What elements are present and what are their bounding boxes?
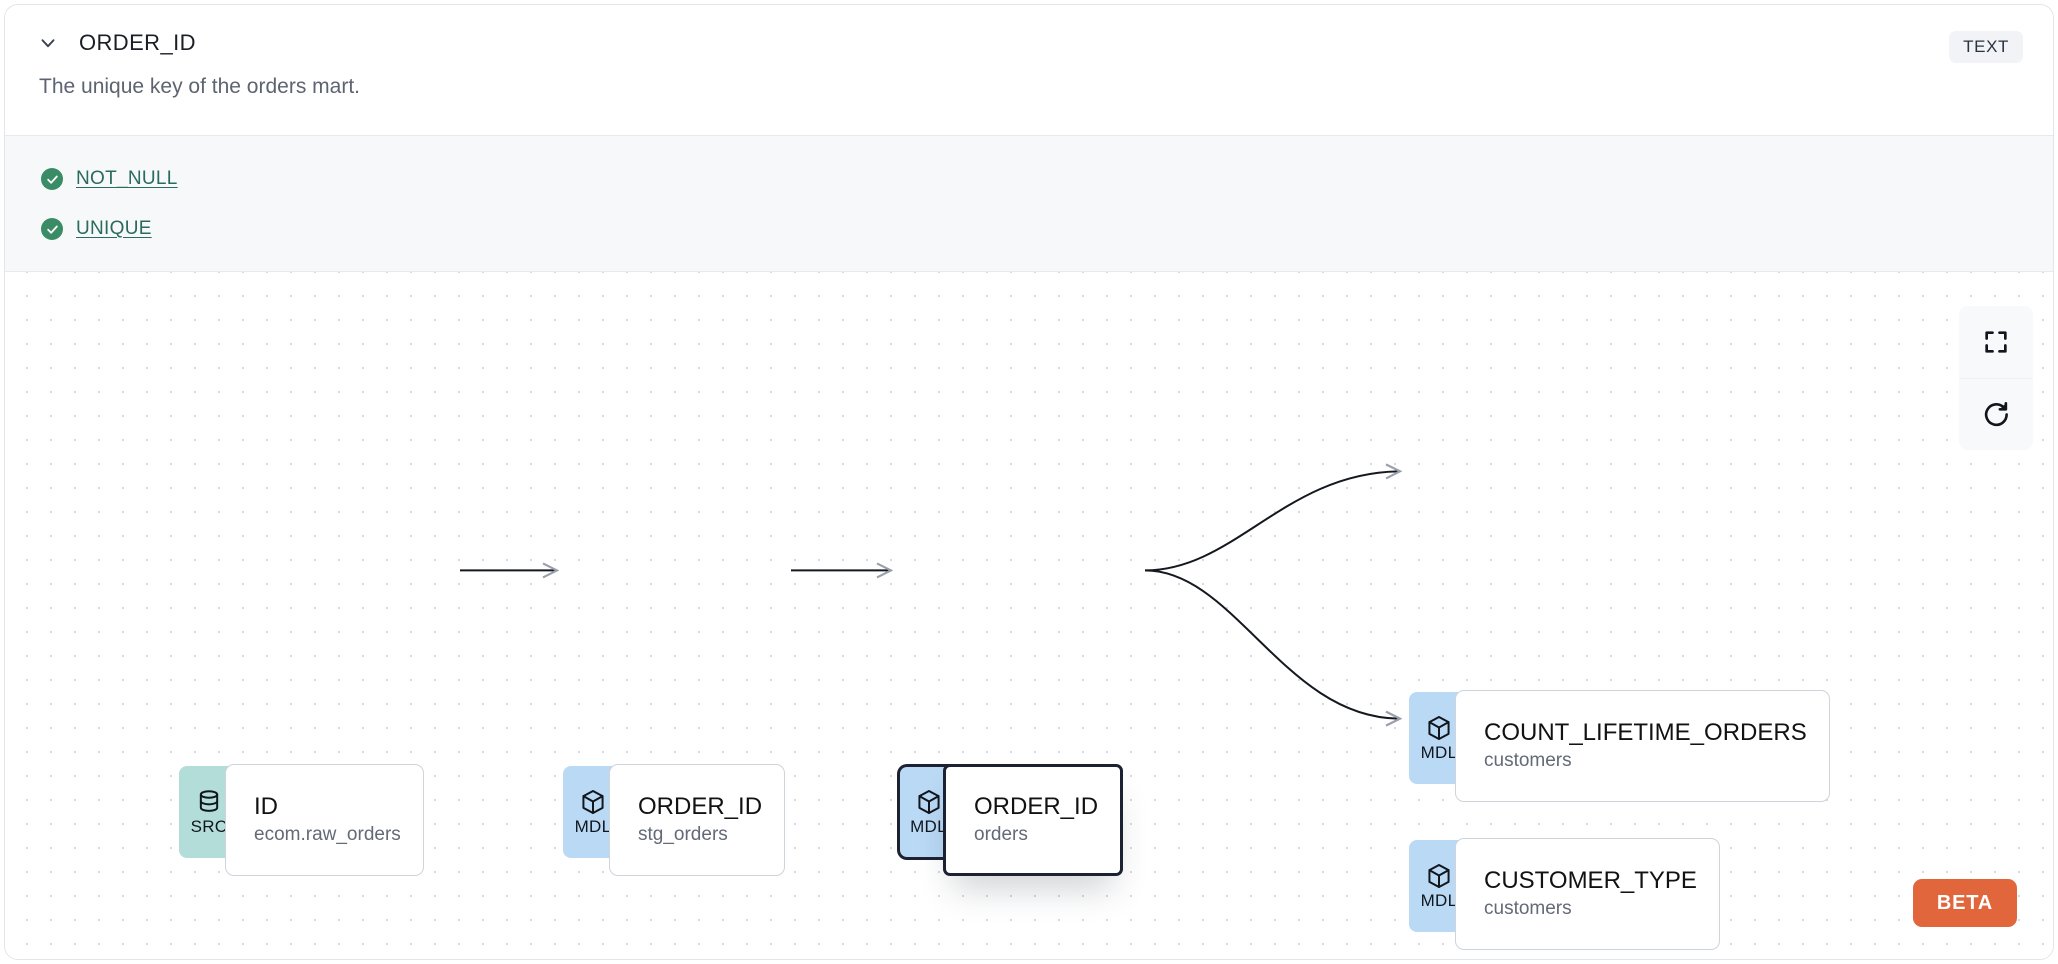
node-column-name: ORDER_ID <box>974 793 1099 821</box>
node-column-name: COUNT_LIFETIME_ORDERS <box>1484 719 1807 747</box>
node-body: ORDER_ID orders <box>943 764 1124 876</box>
header-title-row: ORDER_ID <box>31 5 2027 67</box>
lineage-node-mdl-customer-type[interactable]: MDL CUSTOMER_TYPE customers <box>1409 838 1720 950</box>
node-model-name: orders <box>974 824 1028 846</box>
lineage-node-src-id[interactable]: SRC ID ecom.raw_orders <box>179 764 424 876</box>
test-link-unique[interactable]: UNIQUE <box>76 218 152 239</box>
page-title: ORDER_ID <box>79 30 196 55</box>
node-badge-label: MDL <box>1420 742 1458 762</box>
node-model-name: stg_orders <box>638 824 728 846</box>
lineage-node-mdl-orders-selected[interactable]: MDL ORDER_ID orders <box>897 764 1124 876</box>
fullscreen-icon <box>1985 331 2007 353</box>
node-body: ID ecom.raw_orders <box>225 764 424 876</box>
database-icon <box>199 789 219 812</box>
node-badge-label: MDL <box>910 816 947 836</box>
fullscreen-button[interactable] <box>1959 306 2033 378</box>
refresh-button[interactable] <box>1959 378 2033 450</box>
node-badge-label: SRC <box>190 816 228 836</box>
canvas-controls <box>1959 306 2033 450</box>
node-model-name: customers <box>1484 750 1572 772</box>
column-description: The unique key of the orders mart. <box>39 75 360 98</box>
beta-badge-button[interactable]: BETA <box>1912 879 2017 927</box>
cube-icon <box>917 789 940 814</box>
node-body: COUNT_LIFETIME_ORDERS customers <box>1455 690 1830 802</box>
check-circle-icon <box>41 218 63 240</box>
node-model-name: customers <box>1484 898 1572 920</box>
test-link-not-null[interactable]: NOT_NULL <box>76 168 178 189</box>
lineage-canvas[interactable]: SRC ID ecom.raw_orders MDL ORDER_ID stg_… <box>5 272 2053 959</box>
edge-orders-to-customer-type <box>1144 569 1400 718</box>
column-detail-panel: ORDER_ID TEXT The unique key of the orde… <box>4 4 2054 960</box>
node-badge-label: MDL <box>574 816 612 836</box>
node-body: CUSTOMER_TYPE customers <box>1455 838 1720 950</box>
check-circle-icon <box>41 168 63 190</box>
test-row: NOT_NULL <box>41 154 2053 204</box>
test-row: UNIQUE <box>41 204 2053 254</box>
chevron-down-icon[interactable] <box>31 26 65 60</box>
tests-section: NOT_NULL UNIQUE <box>5 135 2053 272</box>
lineage-node-mdl-count-lifetime-orders[interactable]: MDL COUNT_LIFETIME_ORDERS customers <box>1409 690 1830 802</box>
node-column-name: CUSTOMER_TYPE <box>1484 867 1697 895</box>
cube-icon <box>582 789 604 814</box>
node-badge-label: MDL <box>1420 890 1458 910</box>
panel-header: ORDER_ID TEXT The unique key of the orde… <box>5 5 2053 135</box>
edge-orders-to-count <box>1144 471 1400 572</box>
cube-icon <box>1428 863 1450 888</box>
column-type-badge: TEXT <box>1949 31 2023 63</box>
lineage-node-mdl-stg-orders[interactable]: MDL ORDER_ID stg_orders <box>563 764 786 876</box>
refresh-icon <box>1984 401 2008 426</box>
cube-icon <box>1428 715 1450 740</box>
node-column-name: ID <box>254 793 278 821</box>
node-model-name: ecom.raw_orders <box>254 824 401 846</box>
node-body: ORDER_ID stg_orders <box>609 764 786 876</box>
node-column-name: ORDER_ID <box>638 793 763 821</box>
